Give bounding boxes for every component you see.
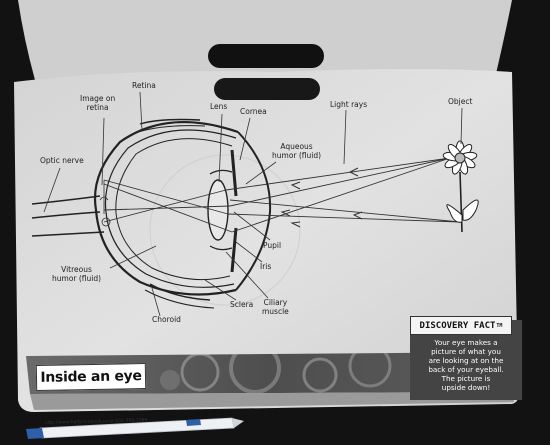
light-rays [103, 157, 461, 233]
ray-arrows [280, 167, 363, 228]
leader-lines [43, 91, 463, 317]
page-title: Inside an eye [35, 363, 147, 391]
label-image-on-retina: Image on retina [80, 94, 116, 112]
label-iris: Iris [260, 262, 272, 271]
label-aqueous-humor: Aqueous humor (fluid) [272, 142, 322, 160]
page-handle-hole [214, 78, 320, 100]
retina-image [99, 180, 111, 227]
label-light-rays: Light rays [330, 100, 368, 109]
back-page-handle-hole [208, 44, 324, 68]
cornea [235, 131, 272, 291]
label-sclera: Sclera [230, 300, 254, 309]
back-page [18, 0, 512, 80]
label-retina: Retina [132, 81, 156, 90]
label-vitreous-humor: Vitreous humor (fluid) [52, 265, 102, 283]
label-pupil: Pupil [263, 241, 282, 250]
label-ciliary-muscle: Ciliary muscle [262, 298, 289, 316]
lens [207, 179, 229, 241]
bottom-banner [26, 352, 514, 394]
banner-bubbles [160, 352, 392, 394]
trademark-mark: TM [496, 322, 503, 329]
label-lens: Lens [210, 102, 228, 111]
label-cornea: Cornea [240, 107, 267, 116]
pen [26, 417, 244, 439]
main-page [14, 69, 519, 412]
label-optic-nerve: Optic nerve [40, 156, 84, 165]
label-object: Object [448, 97, 473, 106]
iris-bottom [230, 227, 238, 273]
label-choroid: Choroid [152, 315, 181, 324]
discovery-fact-heading-text: DISCOVERY FACT [419, 320, 496, 331]
discovery-fact-text: Your eye makes a picture of what you are… [428, 338, 504, 392]
flower-object [442, 140, 479, 233]
